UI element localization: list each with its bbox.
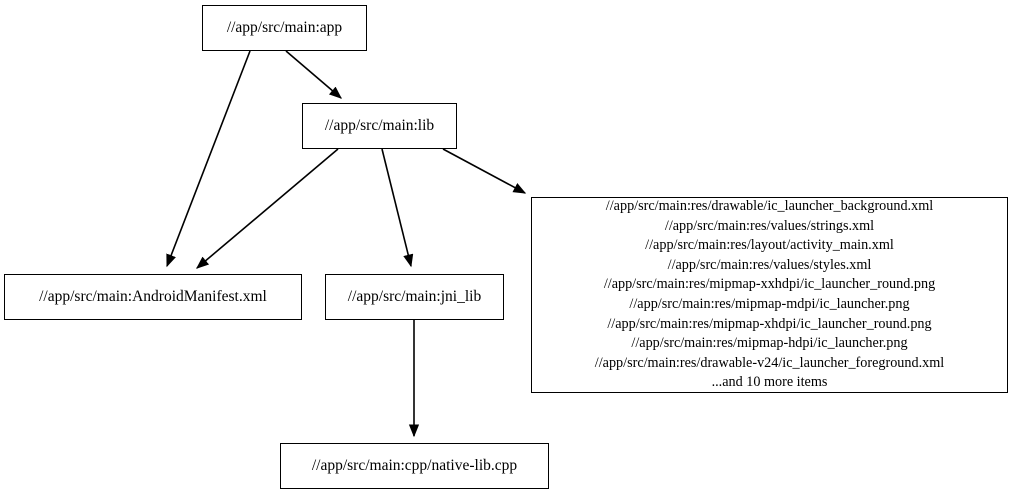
node-lib-label: //app/src/main:lib [324,117,435,134]
node-res-group[interactable]: //app/src/main:res/drawable/ic_launcher_… [531,197,1008,393]
edge-app-to-manifest [166,50,251,268]
node-android-manifest-label: //app/src/main:AndroidManifest.xml [39,288,267,305]
edge-lib-to-manifest [196,148,339,269]
node-app[interactable]: //app/src/main:app [202,5,367,51]
edge-lib-to-jni-lib [381,148,414,268]
node-android-manifest[interactable]: //app/src/main:AndroidManifest.xml [4,274,302,320]
edge-app-to-lib [285,50,342,99]
node-native-lib-cpp[interactable]: //app/src/main:cpp/native-lib.cpp [280,443,549,489]
node-jni-lib-label: //app/src/main:jni_lib [347,288,482,305]
node-jni-lib[interactable]: //app/src/main:jni_lib [325,274,504,320]
node-res-group-label: //app/src/main:res/drawable/ic_launcher_… [594,198,945,391]
edge-lib-to-res-group [442,148,527,194]
node-native-lib-cpp-label: //app/src/main:cpp/native-lib.cpp [311,457,518,474]
node-lib[interactable]: //app/src/main:lib [302,103,457,149]
node-app-label: //app/src/main:app [226,19,343,36]
